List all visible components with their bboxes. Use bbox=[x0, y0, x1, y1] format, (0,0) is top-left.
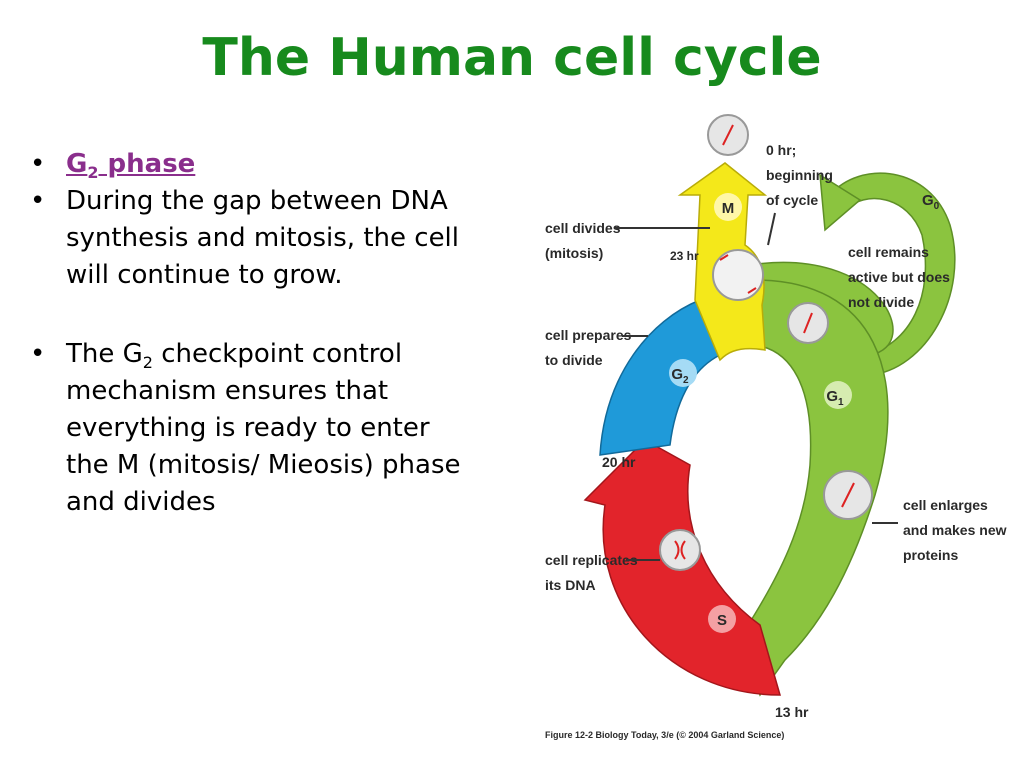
bullet-dot: • bbox=[30, 339, 46, 369]
label-cell-replicates: cell replicates its DNA bbox=[545, 552, 642, 593]
label-cell-divides: cell divides (mitosis) bbox=[545, 220, 624, 261]
cell-icon-g1-small bbox=[787, 302, 829, 344]
bullet-dot: • bbox=[30, 149, 46, 179]
bullet-list: • G2 phase • During the gap between DNA … bbox=[30, 146, 470, 521]
g1-phase-body bbox=[733, 279, 889, 697]
time-0-pointer bbox=[767, 212, 776, 246]
bullet-dot: • bbox=[30, 186, 46, 216]
s-phase-badge bbox=[708, 605, 736, 633]
time-0-label: 0 hr; beginning of cycle bbox=[766, 142, 837, 208]
bullet-checkpoint: • The G2 checkpoint control mechanism en… bbox=[30, 336, 470, 521]
cell-cycle-diagram: M G2 G1 S G0 0 hr; beginning of cycle 23… bbox=[530, 105, 1010, 755]
g0-loop-arrowhead bbox=[819, 173, 862, 232]
bullet-g2-phase: • G2 phase bbox=[30, 146, 470, 183]
cell-icon-dividing bbox=[712, 249, 764, 301]
g2-phase-badge bbox=[669, 359, 697, 387]
g0-label: G0 bbox=[922, 192, 940, 212]
g2-phase-label: G2 bbox=[671, 366, 689, 386]
label-cell-remains: cell remains active but does not divide bbox=[848, 244, 954, 310]
cell-icon-s bbox=[659, 529, 701, 571]
time-13-label: 13 hr bbox=[775, 704, 809, 720]
m-phase-label: M bbox=[722, 200, 735, 217]
cell-cycle-svg: M G2 G1 S G0 0 hr; beginning of cycle 23… bbox=[545, 114, 1010, 740]
time-23-label: 23 hr bbox=[670, 249, 699, 263]
bullet-gap-description: • During the gap between DNA synthesis a… bbox=[30, 183, 470, 294]
label-cell-enlarges: cell enlarges and makes new proteins bbox=[903, 497, 1010, 563]
cell-icon-g1-large bbox=[823, 470, 873, 520]
time-20-label: 20 hr bbox=[602, 454, 636, 470]
label-cell-prepares: cell prepares to divide bbox=[545, 327, 635, 368]
g1-phase-badge bbox=[824, 381, 852, 409]
s-phase-label: S bbox=[717, 612, 727, 629]
figure-caption: Figure 12-2 Biology Today, 3/e (© 2004 G… bbox=[545, 730, 784, 740]
slide-title: The Human cell cycle bbox=[202, 28, 822, 88]
cell-icon-top bbox=[707, 114, 749, 156]
g1-phase-label: G1 bbox=[826, 388, 844, 408]
m-phase-badge bbox=[714, 193, 742, 221]
g2-phase-arc bbox=[599, 299, 721, 456]
